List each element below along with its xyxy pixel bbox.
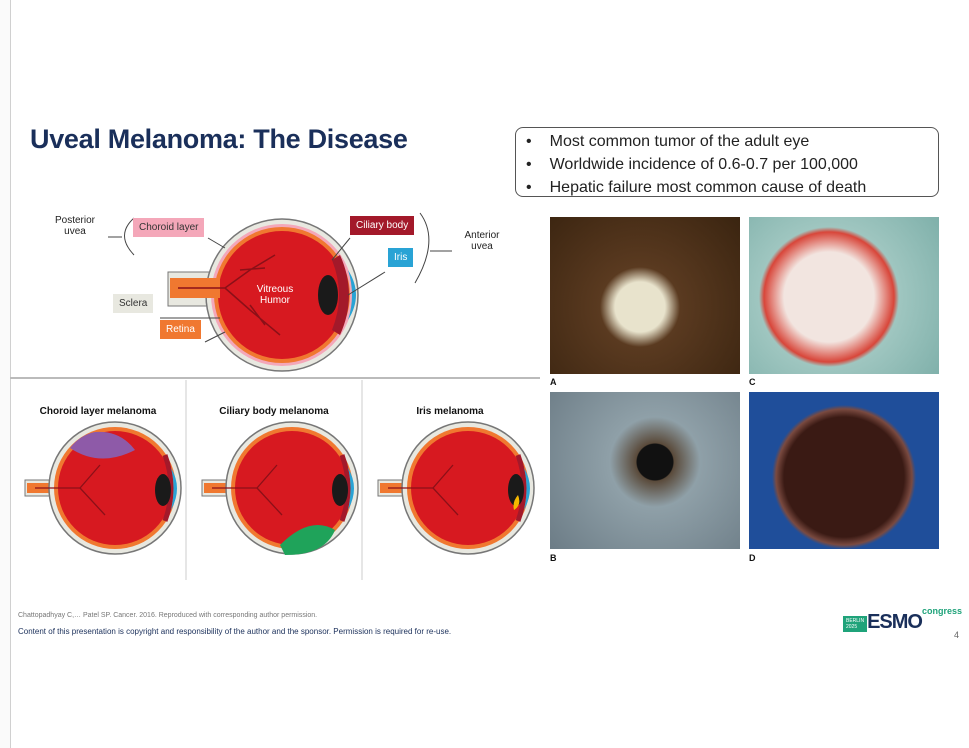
photo-b-label: B [550, 553, 557, 563]
eye-illustration [10, 212, 540, 580]
melanoma-variants [10, 210, 540, 580]
ciliary-melanoma-title: Ciliary body melanoma [219, 406, 329, 417]
photo-c-label: C [749, 377, 756, 387]
photo-a [550, 217, 740, 374]
copyright-notice: Content of this presentation is copyrigh… [18, 627, 452, 636]
choroid-melanoma-title: Choroid layer melanoma [39, 406, 157, 417]
bullet: Most common tumor of the adult eye [526, 130, 938, 153]
photo-a-label: A [550, 377, 557, 387]
iris-melanoma-title: Iris melanoma [416, 406, 484, 417]
photo-c [749, 217, 939, 374]
iris-label: Iris [388, 248, 414, 267]
ciliary-body-label: Ciliary body [350, 216, 415, 235]
window-frame [0, 0, 11, 748]
photo-b [550, 392, 740, 549]
eye-anatomy-diagram: Posterior uvea Anterior uvea Choroid lay… [10, 210, 540, 580]
photo-d-label: D [749, 553, 756, 563]
key-facts-box: Most common tumor of the adult eye World… [515, 127, 939, 197]
photo-d [749, 392, 939, 549]
page-number: 4 [954, 630, 960, 640]
slide-title: Uveal Melanoma: The Disease [30, 124, 408, 154]
citation: Chattopadhyay C,… Patel SP. Cancer. 2016… [18, 612, 318, 619]
choroid-layer-label: Choroid layer [133, 218, 205, 237]
sclera-label: Sclera [113, 294, 154, 313]
vitreous-humor-label: Vitreous Humor [256, 284, 294, 306]
logo-brand: ESMO [867, 611, 923, 633]
logo-suffix: congress [921, 606, 962, 616]
retina-label: Retina [160, 320, 201, 339]
posterior-uvea-label: Posterior uvea [54, 215, 95, 237]
anterior-uvea-label: Anterior uvea [464, 230, 500, 252]
bullet: Worldwide incidence of 0.6-0.7 per 100,0… [526, 153, 938, 176]
bullet: Hepatic failure most common cause of dea… [526, 176, 938, 199]
